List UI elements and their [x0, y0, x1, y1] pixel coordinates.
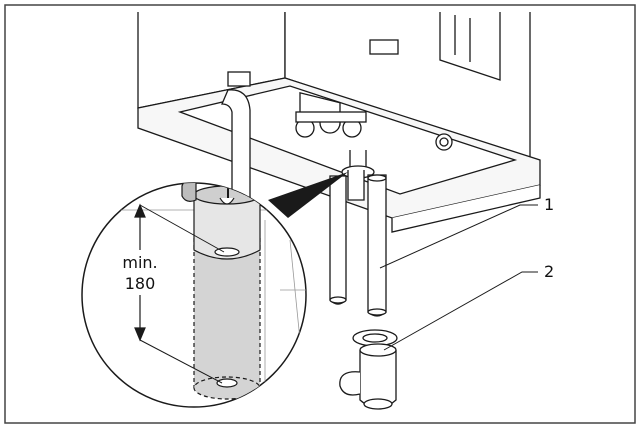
drain-stub [347, 170, 365, 201]
boiler-unit [137, 12, 541, 233]
leader-2 [383, 271, 538, 351]
magnifier-pointer [268, 172, 348, 218]
image-frame [4, 4, 636, 424]
pipe-insertion-zone [194, 238, 260, 388]
pipe-left [329, 175, 347, 305]
vertical-pipes [329, 170, 387, 317]
siphon-trap [339, 329, 398, 410]
callout-leaders [379, 204, 538, 351]
dimension-label-min: min. [122, 253, 157, 272]
magnifier-detail [81, 182, 307, 408]
callout-number-1: 1 [544, 195, 554, 214]
dimension-label-value: 180 [125, 274, 156, 293]
callout-number-2: 2 [544, 262, 554, 281]
pipe-1 [367, 174, 387, 317]
leader-1 [379, 204, 538, 269]
